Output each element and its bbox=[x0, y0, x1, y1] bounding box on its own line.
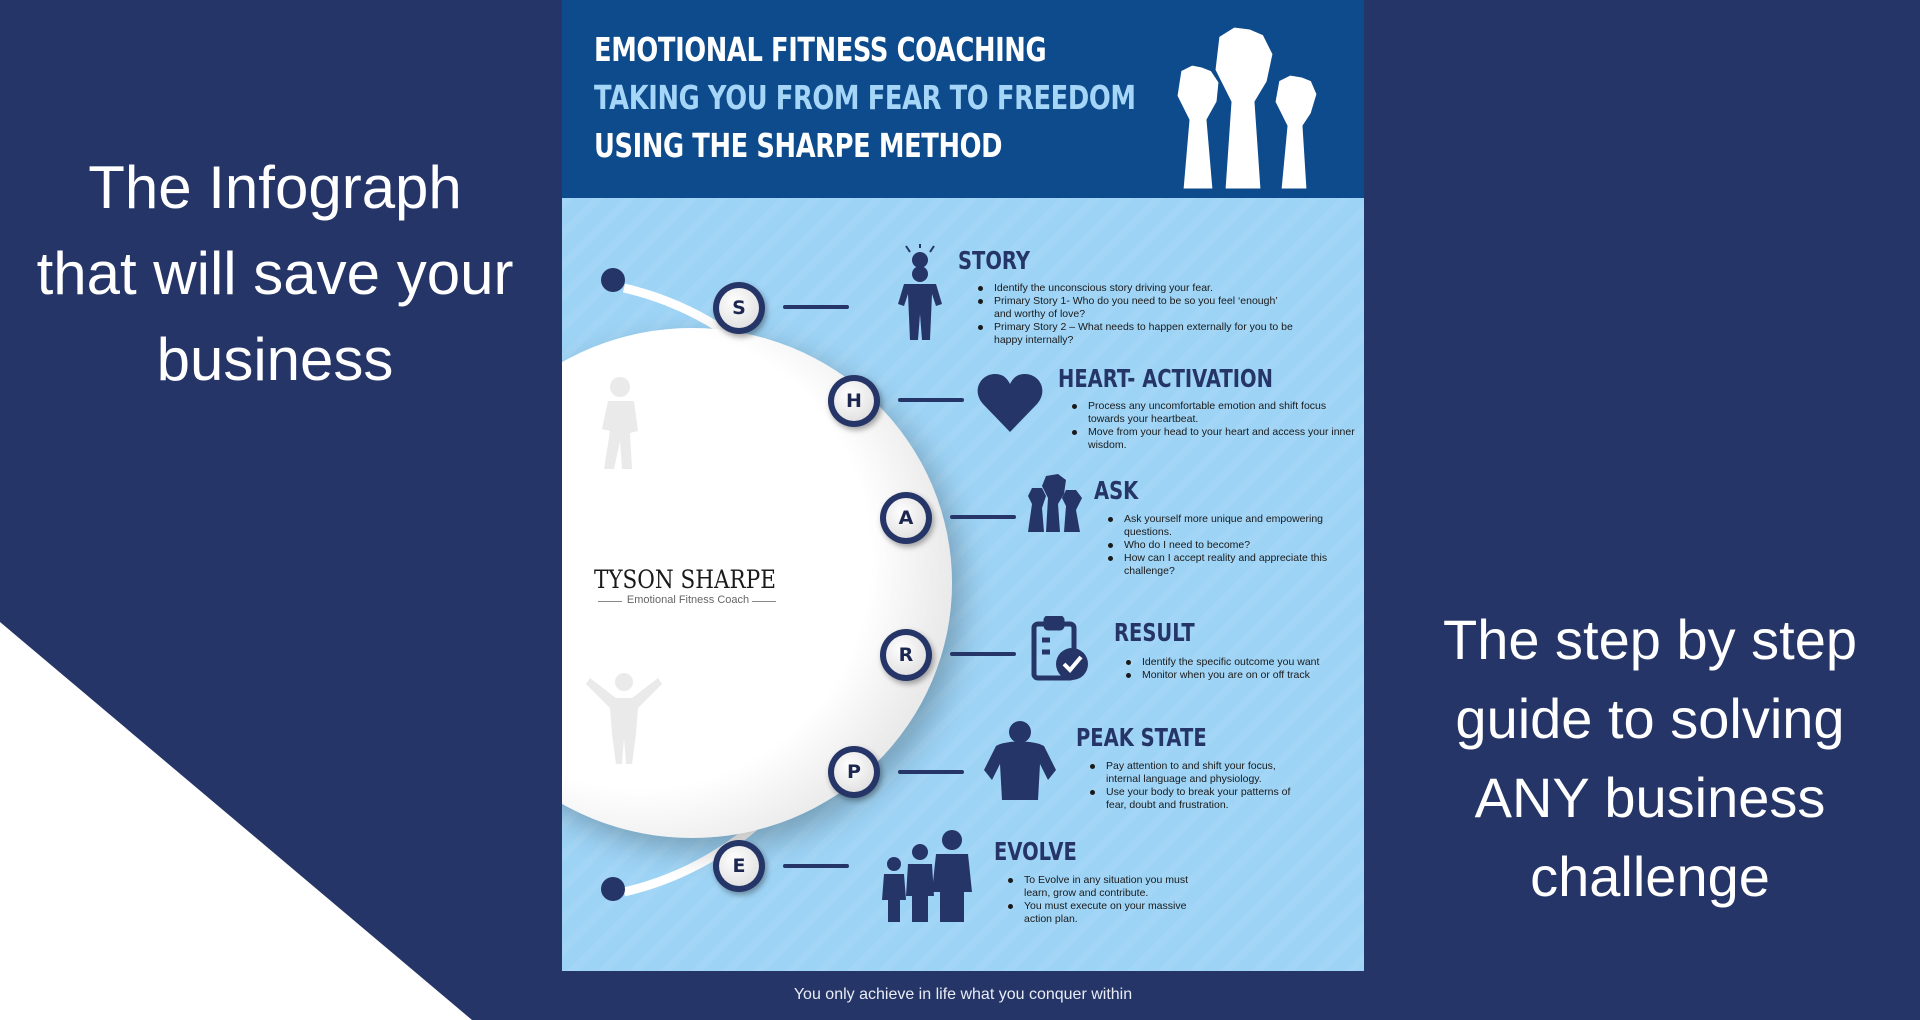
arc-start-dot bbox=[601, 268, 625, 292]
strong-man-icon bbox=[984, 721, 1056, 800]
lightbulb-head-person-icon bbox=[898, 244, 942, 340]
step-bullets: Pay attention to and shift your focus, i… bbox=[1088, 760, 1308, 812]
clipboard-check-icon bbox=[1031, 616, 1088, 681]
step-connector bbox=[783, 305, 849, 309]
step-badge-a: A bbox=[880, 492, 932, 544]
logo-divider bbox=[752, 601, 776, 602]
step-bullets: Ask yourself more unique and empowering … bbox=[1106, 513, 1346, 578]
left-headline: The Infograph that will save your busine… bbox=[10, 145, 540, 403]
step-badge-r: R bbox=[880, 629, 932, 681]
step-badge-p: P bbox=[828, 746, 880, 798]
logo-divider bbox=[598, 601, 622, 602]
right-headline: The step by step guide to solving ANY bu… bbox=[1400, 600, 1900, 916]
right-headline-line: challenge bbox=[1530, 845, 1770, 908]
left-headline-line: that will save your bbox=[36, 240, 514, 307]
step-letter: E bbox=[719, 846, 759, 886]
raised-fists-icon bbox=[1028, 474, 1082, 532]
logo-name: TYSON SHARPE bbox=[594, 565, 776, 594]
bullet-item: How can I accept reality and appreciate … bbox=[1106, 552, 1346, 578]
step-letter: A bbox=[886, 498, 926, 538]
step-connector bbox=[898, 770, 964, 774]
step-connector bbox=[898, 398, 964, 402]
bullet-item: Ask yourself more unique and empowering … bbox=[1106, 513, 1346, 539]
bullet-item: Monitor when you are on or off track bbox=[1124, 669, 1354, 682]
step-badge-e: E bbox=[713, 840, 765, 892]
arc-end-dot bbox=[601, 877, 625, 901]
infographic-poster: EMOTIONAL FITNESS COACHING TAKING YOU FR… bbox=[562, 0, 1364, 971]
bullet-item: Use your body to break your patterns of … bbox=[1088, 786, 1308, 812]
poster-header: EMOTIONAL FITNESS COACHING TAKING YOU FR… bbox=[562, 0, 1364, 198]
right-headline-line: ANY business bbox=[1474, 766, 1826, 829]
right-headline-line: guide to solving bbox=[1455, 687, 1845, 750]
step-title: PEAK STATE bbox=[1076, 723, 1207, 752]
bullet-item: Primary Story 1- Who do you need to be s… bbox=[976, 295, 1296, 321]
step-letter: R bbox=[886, 635, 926, 675]
right-headline-line: The step by step bbox=[1442, 608, 1857, 671]
left-headline-line: business bbox=[156, 326, 394, 393]
bullet-item: Identify the unconscious story driving y… bbox=[976, 282, 1296, 295]
bullet-item: Move from your head to your heart and ac… bbox=[1070, 426, 1360, 452]
step-connector bbox=[950, 515, 1016, 519]
step-badge-h: H bbox=[828, 375, 880, 427]
step-connector bbox=[783, 864, 849, 868]
step-letter: S bbox=[719, 288, 759, 328]
growing-people-icon bbox=[882, 830, 972, 922]
step-letter: H bbox=[834, 381, 874, 421]
bullet-item: Process any uncomfortable emotion and sh… bbox=[1070, 400, 1360, 426]
bullet-item: Who do I need to become? bbox=[1106, 539, 1346, 552]
left-headline-line: The Infograph bbox=[88, 154, 462, 221]
step-title: ASK bbox=[1094, 476, 1139, 505]
header-subtitle: TAKING YOU FROM FEAR TO FREEDOM bbox=[594, 78, 1136, 117]
step-letter: P bbox=[834, 752, 874, 792]
raised-fists-icon bbox=[1174, 24, 1320, 190]
footer-quote: You only achieve in life what you conque… bbox=[793, 986, 1133, 1003]
step-bullets: To Evolve in any situation you must lear… bbox=[1006, 874, 1216, 926]
bullet-item: Primary Story 2 – What needs to happen e… bbox=[976, 321, 1296, 347]
header-title: EMOTIONAL FITNESS COACHING bbox=[594, 30, 1047, 69]
logo-tagline: Emotional Fitness Coach bbox=[626, 594, 750, 606]
step-title: RESULT bbox=[1114, 618, 1195, 647]
step-title: HEART- ACTIVATION bbox=[1058, 364, 1273, 393]
step-bullets: Process any uncomfortable emotion and sh… bbox=[1070, 400, 1360, 452]
step-title: EVOLVE bbox=[994, 837, 1077, 866]
bullet-item: Identify the specific outcome you want bbox=[1124, 656, 1354, 669]
step-bullets: Identify the unconscious story driving y… bbox=[976, 282, 1296, 347]
step-bullets: Identify the specific outcome you want M… bbox=[1124, 656, 1354, 682]
step-connector bbox=[950, 652, 1016, 656]
bullet-item: Pay attention to and shift your focus, i… bbox=[1088, 760, 1308, 786]
bullet-item: To Evolve in any situation you must lear… bbox=[1006, 874, 1216, 900]
header-method: USING THE SHARPE METHOD bbox=[594, 126, 1003, 165]
heart-icon bbox=[977, 374, 1043, 432]
bullet-item: You must execute on your massive action … bbox=[1006, 900, 1216, 926]
celebrating-person-icon bbox=[586, 673, 662, 764]
step-title: STORY bbox=[958, 246, 1031, 275]
step-badge-s: S bbox=[713, 282, 765, 334]
stressed-person-icon bbox=[602, 377, 638, 469]
